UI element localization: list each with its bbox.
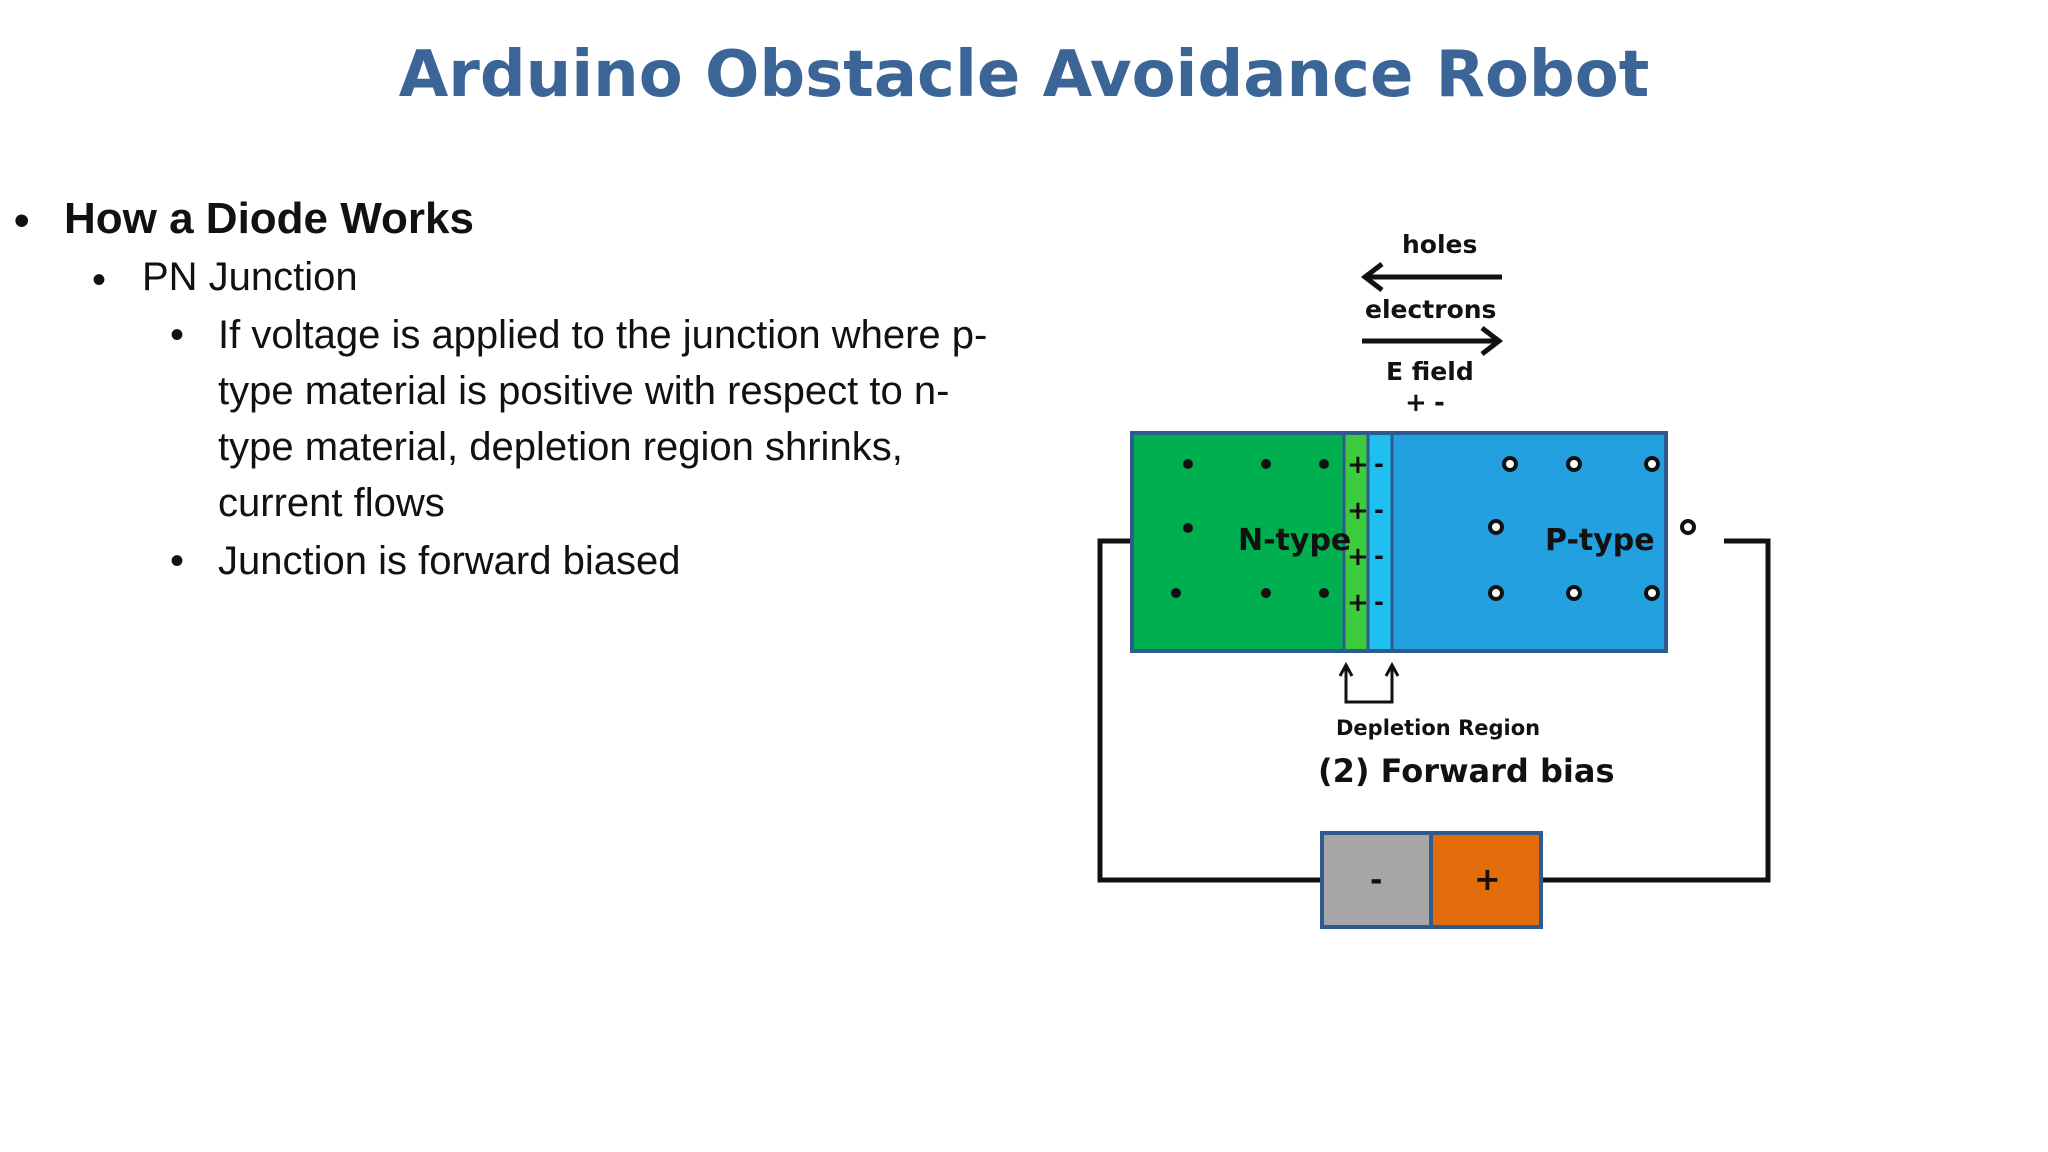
electron-dot [1171,588,1181,598]
battery-plus-sign: + [1474,860,1501,898]
efield-minus: - [1434,388,1445,418]
efield-label: E field [1386,357,1474,386]
bullet-dot-level2: • [92,258,107,302]
electrons-label: electrons [1365,295,1496,324]
bullet-voltage-applied: If voltage is applied to the junction wh… [218,313,988,525]
positive-ion: + [1347,588,1369,618]
efield-plus: + [1405,388,1427,418]
electron-dot [1183,459,1193,469]
n-type-label: N-type [1238,523,1351,558]
hole-circle [1488,519,1504,535]
negative-ion: - [1374,450,1384,478]
bullet-dot-level3b: • [170,539,185,583]
depletion-arrow-left [1338,661,1354,677]
bullet-dot-level3a: • [170,313,185,357]
circuit-wire [1097,538,1771,883]
holes-label: holes [1402,230,1477,259]
positive-ions: + + + + [1347,450,1369,618]
positive-ion: + [1347,450,1369,480]
bullet-dot-level1: • [14,196,30,245]
n-type-region [1132,433,1344,651]
depletion-p-region [1368,433,1392,651]
semiconductor-border [1130,431,1668,653]
negative-ion: - [1374,542,1384,570]
electron-dot [1319,588,1329,598]
hole-circle [1502,456,1518,472]
hole-circle [1566,456,1582,472]
negative-ion: - [1374,588,1384,616]
depletion-arrow-right [1384,661,1400,677]
hole-circle [1488,585,1504,601]
electron-dot [1261,588,1271,598]
positive-ion: + [1347,496,1369,526]
electron-dot [1261,459,1271,469]
bullet-pn-junction: PN Junction [142,255,358,299]
pn-junction-diagram: holes electrons E field + - [1060,220,1800,940]
hole-circle [1644,585,1660,601]
p-type-region [1392,433,1666,651]
p-type-label: P-type [1545,523,1655,558]
forward-bias-caption: (2) Forward bias [1318,752,1614,790]
electron-dots [1171,459,1329,598]
positive-ion: + [1347,542,1369,572]
battery-positive [1429,831,1543,929]
electrons-arrow-head [1480,326,1504,356]
hole-circle [1680,519,1696,535]
negative-ions: - - - - [1374,450,1384,616]
slide-title: Arduino Obstacle Avoidance Robot [398,38,1650,112]
battery-minus-sign: - [1370,863,1382,898]
hole-circle [1644,456,1660,472]
depletion-label: Depletion Region [1336,716,1540,740]
depletion-n-region [1344,433,1368,651]
pn-junction-svg: holes electrons E field + - [1097,230,1771,929]
electron-dot [1183,523,1193,533]
hole-circles [1488,456,1696,601]
depletion-bracket [1344,668,1394,704]
bullet-list: • How a Diode Works • PN Junction • If v… [0,0,1080,700]
holes-arrow-head [1360,262,1384,292]
hole-circle [1566,585,1582,601]
electron-dot [1319,459,1329,469]
bullet-how-diode-works: How a Diode Works [64,194,474,243]
negative-ion: - [1374,496,1384,524]
bullet-forward-biased: Junction is forward biased [218,539,681,583]
